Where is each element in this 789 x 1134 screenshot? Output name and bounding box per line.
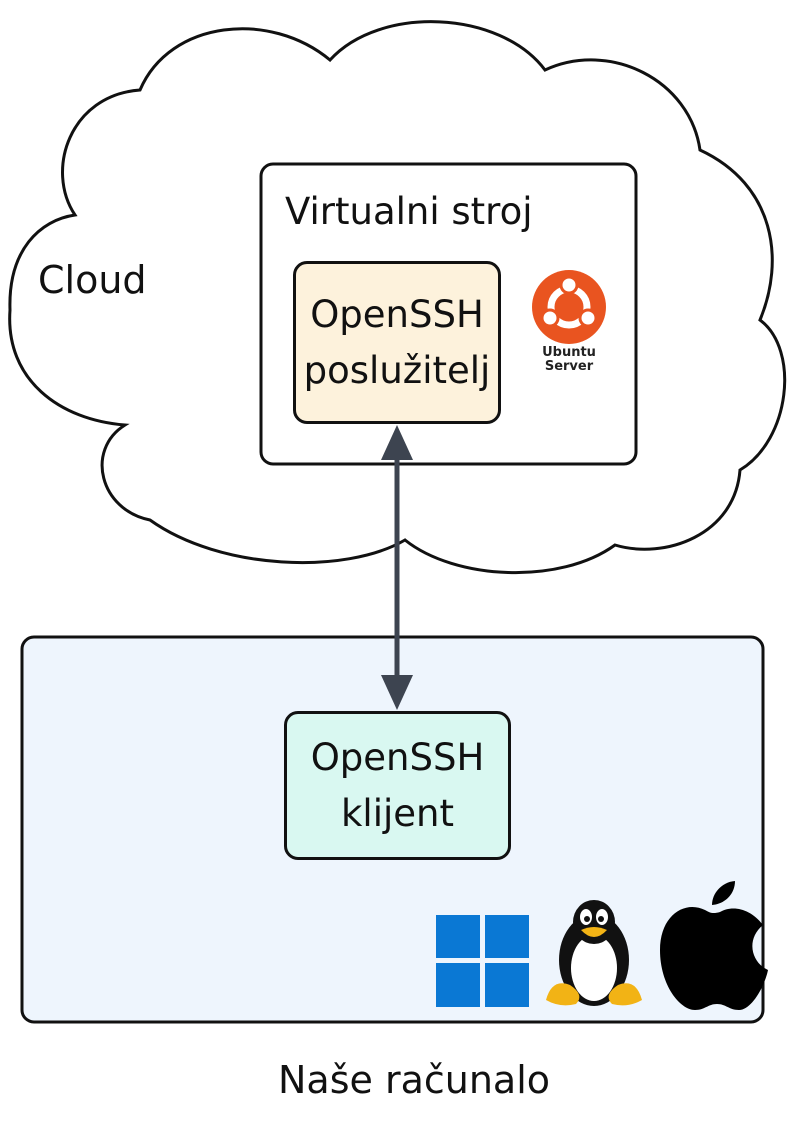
client-label-line1: OpenSSH <box>310 735 485 779</box>
apple-icon <box>660 881 768 1010</box>
virtual-machine-label: Virtualni stroj <box>285 190 533 233</box>
ubuntu-text-line2: Server <box>544 359 594 374</box>
ssh-connection-arrow <box>381 425 413 710</box>
computer-label: Naše računalo <box>277 1058 551 1102</box>
windows-icon <box>436 915 529 1007</box>
ubuntu-logo-icon <box>532 270 606 344</box>
ubuntu-text-line1: Ubuntu <box>542 345 596 360</box>
server-label-line2: poslužitelj <box>303 348 491 392</box>
client-label-line2: klijent <box>341 791 454 835</box>
linux-tux-icon <box>546 900 642 1006</box>
cloud-label: Cloud <box>38 258 147 302</box>
ubuntu-logo-text: Ubuntu Server <box>537 346 601 374</box>
openssh-server-box: OpenSSH poslužitelj <box>293 261 501 424</box>
server-label-line1: OpenSSH <box>310 292 484 336</box>
openssh-client-box: OpenSSH klijent <box>284 711 511 860</box>
